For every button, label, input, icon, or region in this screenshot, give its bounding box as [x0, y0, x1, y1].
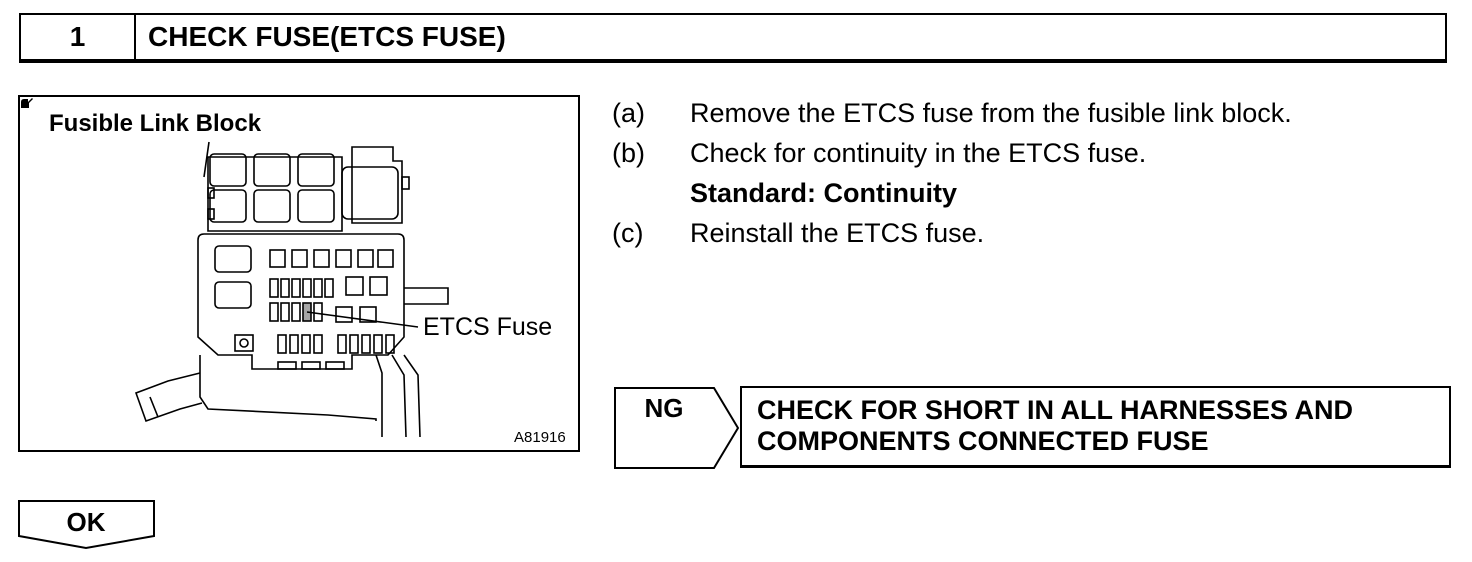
ok-label: OK: [66, 507, 106, 537]
ok-arrow-icon: [18, 500, 155, 550]
etcs-fuse-callout: ETCS Fuse: [423, 313, 553, 341]
step-b: (b) Check for continuity in the ETCS fus…: [612, 133, 1292, 213]
figure-code: A81916: [514, 429, 566, 446]
ng-label: NG: [644, 393, 684, 423]
ng-result-line1: CHECK FOR SHORT IN ALL HARNESSES AND: [757, 395, 1354, 425]
ng-branch: NG: [614, 387, 740, 469]
step-label: (c): [612, 218, 644, 248]
ok-branch: OK: [18, 500, 156, 550]
ng-arrow-icon: [614, 387, 740, 469]
manual-logo-icon: [21, 98, 33, 108]
fusible-link-block-diagram: [134, 141, 449, 438]
step-text: Remove the ETCS fuse from the fusible li…: [690, 98, 1292, 128]
standard-value: Standard: Continuity: [690, 178, 957, 208]
step-label: (b): [612, 138, 645, 168]
figure-title: Fusible Link Block: [49, 110, 262, 137]
ng-result-line2: COMPONENTS CONNECTED FUSE: [757, 426, 1209, 456]
step-number: 1: [21, 15, 136, 59]
ng-result-box: CHECK FOR SHORT IN ALL HARNESSES AND COM…: [740, 386, 1451, 468]
step-c: (c) Reinstall the ETCS fuse.: [612, 213, 1292, 253]
step-text: Reinstall the ETCS fuse.: [690, 218, 985, 248]
step-label: (a): [612, 98, 645, 128]
step-text: Check for continuity in the ETCS fuse.: [690, 138, 1147, 168]
procedure-steps: (a) Remove the ETCS fuse from the fusibl…: [612, 93, 1292, 253]
step-a: (a) Remove the ETCS fuse from the fusibl…: [612, 93, 1292, 133]
fusible-link-block-figure: Fusible Link Block ETCS Fuse A81916: [18, 95, 580, 452]
step-title: CHECK FUSE(ETCS FUSE): [148, 21, 506, 52]
step-header: 1 CHECK FUSE(ETCS FUSE): [19, 13, 1447, 63]
